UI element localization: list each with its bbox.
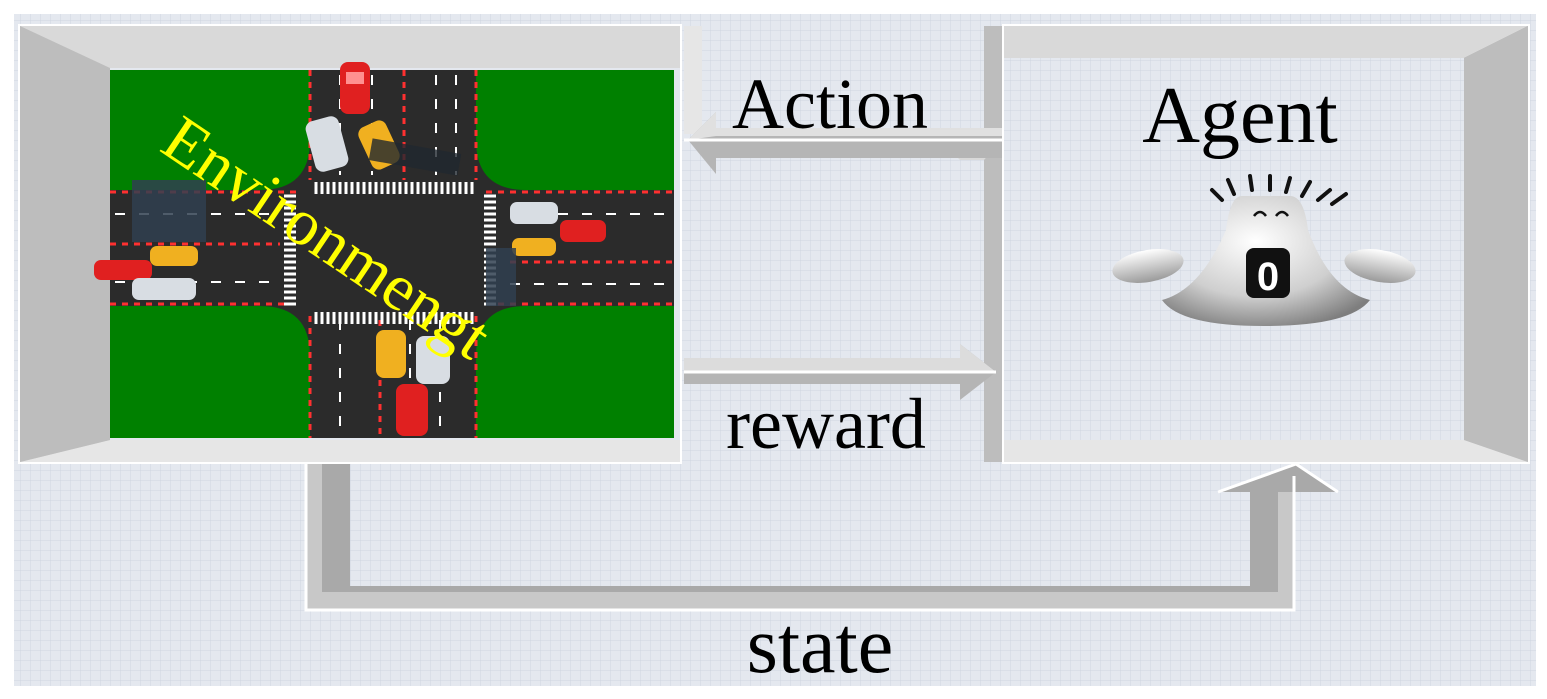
car [560, 220, 606, 242]
action-label: Action [732, 64, 928, 144]
car [150, 246, 198, 266]
agent-hair [1210, 174, 1348, 206]
state-label: state [747, 602, 894, 690]
cars [94, 62, 606, 436]
state-arrow: state [304, 462, 1339, 690]
agent-title: Agent [1142, 72, 1338, 160]
photo-overlay [132, 180, 206, 242]
agent-badge: 0 [1257, 255, 1279, 299]
car [94, 260, 152, 280]
environment-box: Environmengt [18, 24, 682, 464]
agent-right-arm [1344, 249, 1416, 283]
agent-left-arm [1112, 249, 1184, 283]
agent-mouth [1246, 248, 1290, 298]
car [132, 278, 196, 300]
car [512, 238, 556, 256]
car [305, 116, 349, 172]
car [340, 62, 370, 114]
car [376, 330, 406, 378]
agent-right-eye [1275, 210, 1289, 217]
intersection-scene: Environmengt [94, 62, 674, 438]
car [396, 384, 428, 436]
agent-mascot: 0 [1112, 174, 1416, 326]
reward-label: reward [726, 384, 926, 464]
car [416, 336, 450, 384]
agent-box: Agent 0 [1002, 24, 1530, 464]
agent-left-eye [1253, 210, 1267, 217]
car [510, 202, 558, 224]
reward-arrow: reward [684, 344, 996, 464]
action-arrow: Action [684, 64, 1002, 174]
